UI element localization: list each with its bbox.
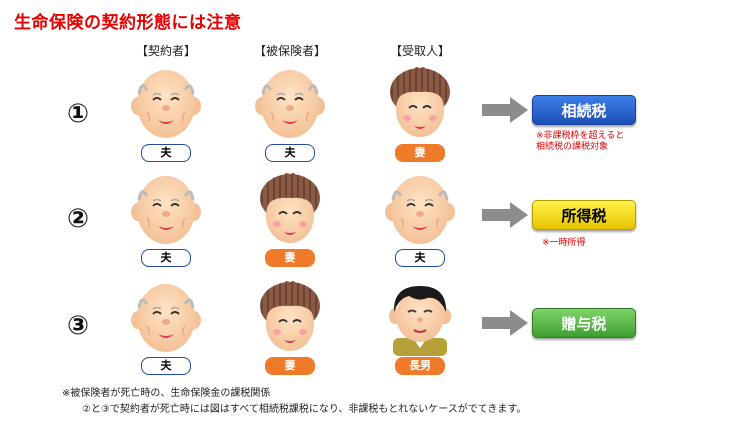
wife-illustration xyxy=(390,67,450,137)
column-header-policyholder: 【契約者】 xyxy=(135,44,197,58)
row-number-1: ① xyxy=(66,99,89,129)
husband-illustration xyxy=(131,284,201,352)
footnote-line-2: ②と③で契約者が死亡時には図はすべて相続税課税になり、非課税もとれないケースがで… xyxy=(82,404,527,415)
tax-type-gift: 贈与税 xyxy=(532,308,636,338)
column-header-beneficiary: 【受取人】 xyxy=(389,44,451,58)
husband-illustration xyxy=(385,176,455,244)
tax-note: ※一時所得 xyxy=(542,238,586,248)
son-illustration xyxy=(389,286,451,356)
person-label: 夫 xyxy=(141,249,191,267)
husband-illustration xyxy=(255,70,325,138)
column-header-insured: 【被保険者】 xyxy=(253,44,327,58)
tax-type-inheritance: 相続税 xyxy=(532,95,636,125)
wife-illustration xyxy=(260,173,320,243)
person-label: 妻 xyxy=(395,144,445,162)
page-title: 生命保険の契約形態には注意 xyxy=(14,13,242,33)
tax-note: ※非課税枠を超えると 相続税の課税対象 xyxy=(536,131,625,152)
right-arrow-icon xyxy=(482,310,528,336)
right-arrow-icon xyxy=(482,97,528,123)
person-label: 夫 xyxy=(141,144,191,162)
wife-illustration xyxy=(260,281,320,351)
person-label: 夫 xyxy=(141,357,191,375)
tax-type-income: 所得税 xyxy=(532,200,636,230)
row-number-2: ② xyxy=(66,204,89,234)
husband-illustration xyxy=(131,70,201,138)
person-label: 夫 xyxy=(265,144,315,162)
husband-illustration xyxy=(131,176,201,244)
person-label: 妻 xyxy=(265,357,315,375)
person-label: 長男 xyxy=(395,357,445,375)
right-arrow-icon xyxy=(482,202,528,228)
footnote-line-1: ※被保険者が死亡時の、生命保険金の課税関係 xyxy=(62,388,271,399)
row-number-3: ③ xyxy=(66,311,89,341)
person-label: 妻 xyxy=(265,249,315,267)
person-label: 夫 xyxy=(395,249,445,267)
